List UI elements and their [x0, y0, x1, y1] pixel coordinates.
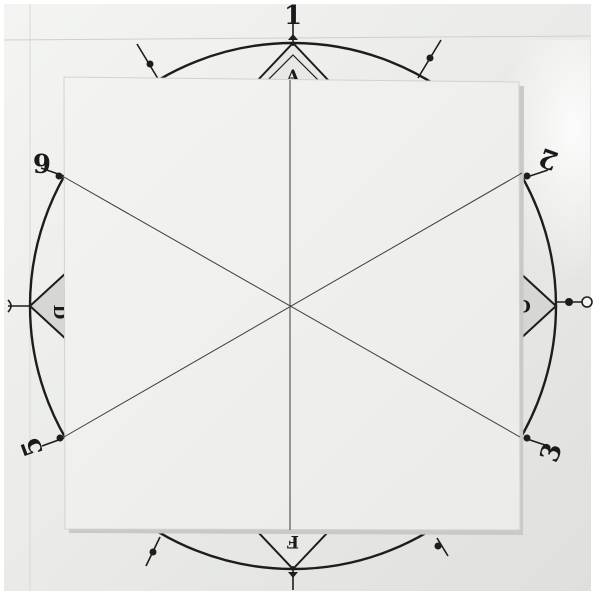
- paper-square: [64, 77, 524, 535]
- dot-nne: [427, 55, 434, 62]
- dot-nnw: [147, 61, 154, 68]
- numeral-6: 6: [33, 147, 51, 177]
- dot-wnw: [56, 173, 63, 180]
- dot-ese: [524, 435, 531, 442]
- ring-east: [582, 297, 592, 307]
- dot-east: [565, 298, 573, 306]
- dot-sse: [435, 543, 442, 550]
- dot-ssw: [150, 549, 157, 556]
- numeral-1: 1: [284, 1, 302, 31]
- dot-ene: [524, 173, 531, 180]
- dot-wsw: [57, 435, 64, 442]
- paper-sheet: [64, 77, 520, 530]
